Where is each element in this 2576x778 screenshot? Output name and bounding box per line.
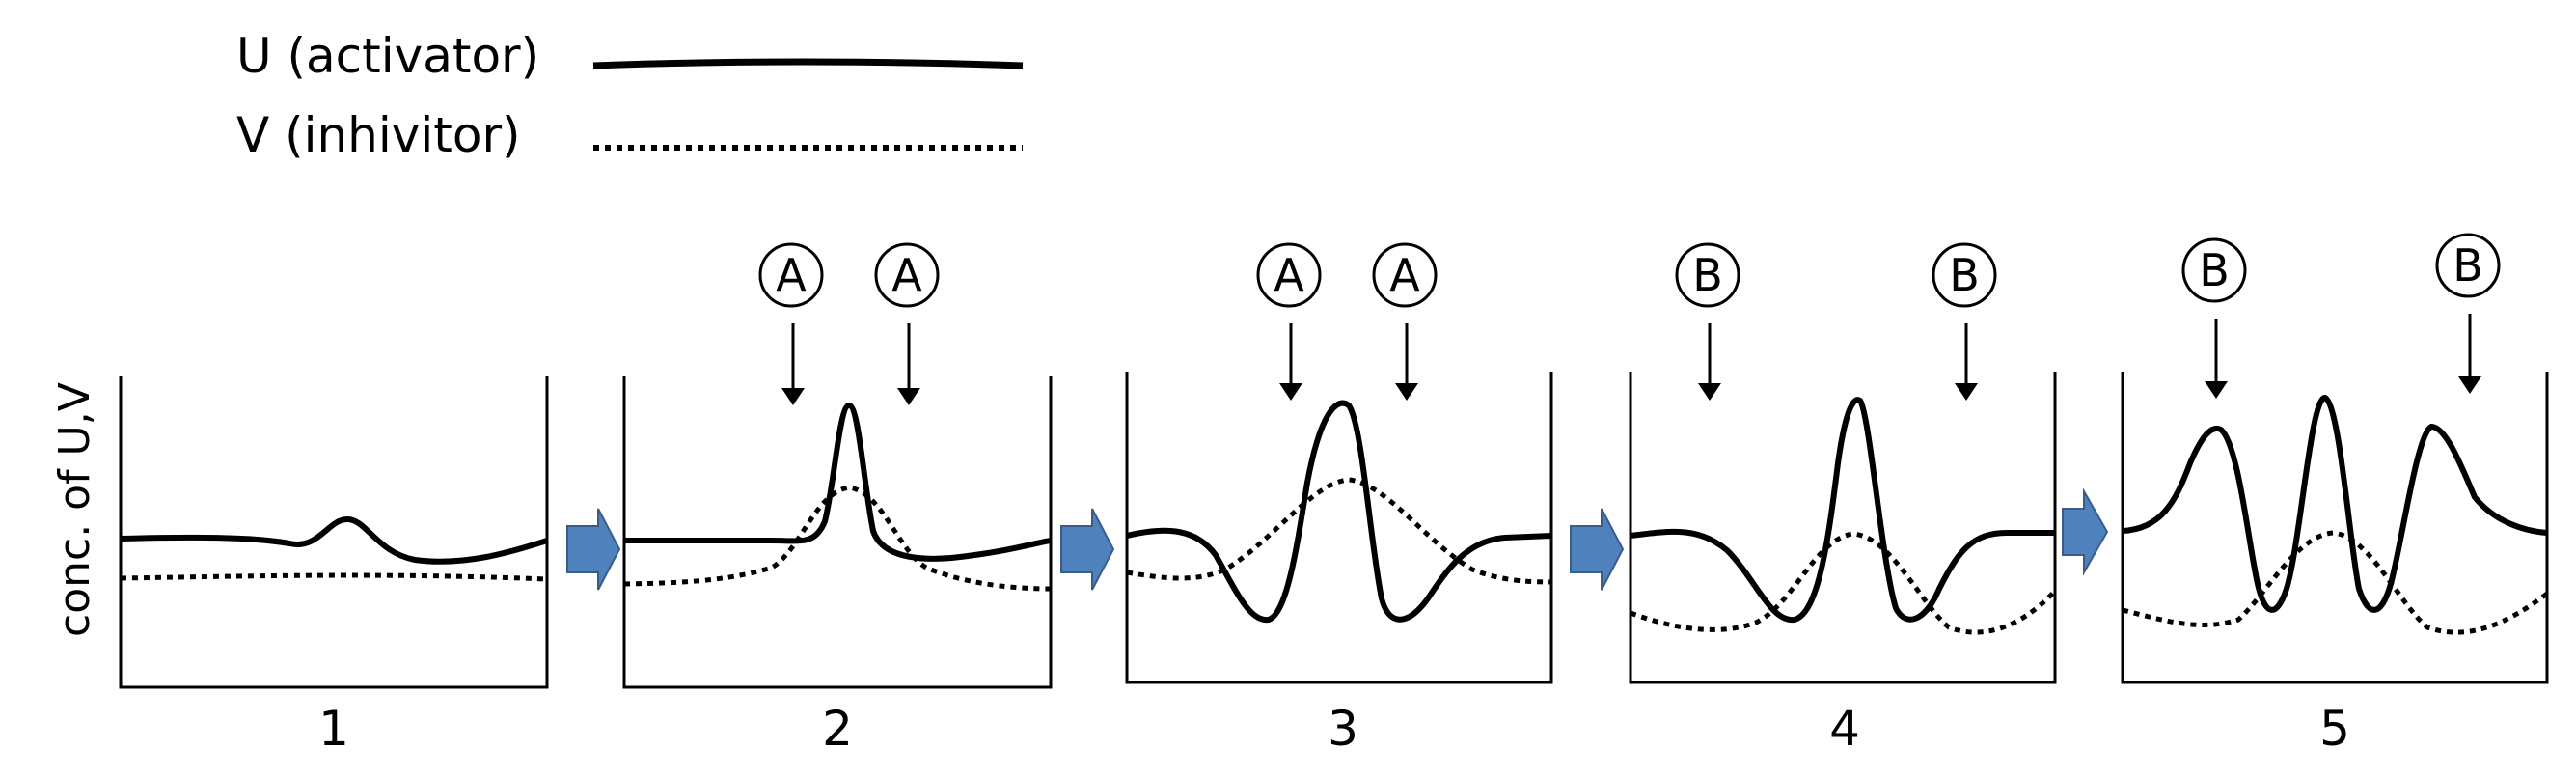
legend: U (activator) V (inhivitor)	[236, 28, 1024, 163]
inhibitor-curve	[1630, 531, 2057, 635]
inhibitor-curve	[120, 572, 548, 582]
marker-letter: A	[1389, 249, 1420, 301]
panel-4: B B 4	[1629, 242, 2057, 757]
transition-arrow-icon	[566, 508, 621, 591]
transition-arrow-icon	[1060, 508, 1115, 591]
activator-curve	[2122, 395, 2548, 613]
marker-letter: B	[2199, 244, 2230, 296]
marker-a-left: A	[758, 242, 824, 405]
legend-line-activator	[592, 58, 1024, 69]
marker-letter: A	[776, 249, 807, 301]
panel-number: 2	[822, 701, 853, 757]
panel-1: 1	[119, 376, 549, 757]
marker-a-right: A	[874, 242, 940, 405]
activator-curve	[1126, 400, 1552, 624]
marker-b-left: B	[2181, 237, 2247, 399]
marker-b-left: B	[1675, 242, 1740, 401]
marker-b-right: B	[1932, 242, 1997, 401]
transition-arrows	[566, 487, 2109, 591]
marker-b-right: B	[2435, 233, 2501, 394]
panel-number: 1	[318, 701, 349, 757]
marker-letter: A	[891, 249, 922, 301]
panel-frame	[622, 376, 1053, 689]
panel-frame	[2121, 372, 2549, 684]
panel-number: 4	[1829, 701, 1860, 757]
y-axis-label: conc. of U,V	[50, 382, 99, 637]
marker-letter: B	[1692, 249, 1723, 301]
marker-letter: B	[2453, 239, 2483, 292]
marker-a-left: A	[1256, 242, 1322, 401]
panel-number: 5	[2319, 701, 2350, 757]
activator-curve	[1630, 397, 2055, 624]
panel-3: A A 3	[1125, 242, 1553, 757]
inhibitor-curve	[1126, 477, 1552, 585]
activator-curve	[120, 515, 548, 565]
legend-label-inhibitor: V (inhivitor)	[236, 107, 521, 163]
inhibitor-curve	[2122, 530, 2549, 635]
panel-frame	[119, 376, 549, 689]
activator-curve	[624, 402, 1052, 562]
panel-5: B B 5	[2121, 233, 2549, 757]
marker-letter: A	[1274, 249, 1304, 301]
panel-frame	[1125, 372, 1553, 684]
panel-number: 3	[1328, 701, 1358, 757]
panel-2: A A 2	[622, 242, 1053, 757]
transition-arrow-icon	[2062, 487, 2109, 576]
panel-frame	[1629, 372, 2057, 684]
inhibitor-curve	[623, 485, 1052, 592]
legend-label-activator: U (activator)	[236, 28, 539, 84]
marker-letter: B	[1949, 249, 1980, 301]
marker-a-right: A	[1372, 242, 1438, 401]
transition-arrow-icon	[1570, 508, 1625, 591]
